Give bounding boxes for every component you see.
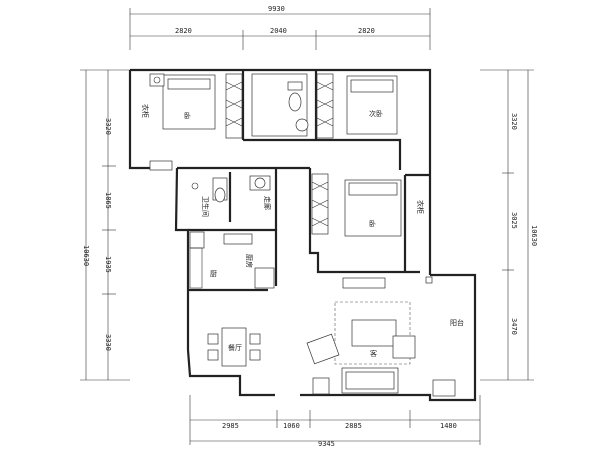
- armchair: [306, 333, 340, 365]
- toilet-tank: [287, 81, 303, 91]
- label-bedroom-2: 次卧: [369, 109, 383, 118]
- third-bedroom-furniture: [311, 173, 402, 237]
- vertical-tags: 衣柜 卫生间 走廊 厨房 衣柜: [141, 104, 425, 268]
- tag-hall: 走廊: [263, 196, 272, 210]
- tag-bath: 卫生间: [201, 196, 210, 217]
- dim-bottom-seg-2: 1060: [283, 422, 300, 430]
- tag-master: 衣柜: [141, 104, 150, 118]
- basin-2: [254, 177, 266, 189]
- label-living: 客: [370, 349, 377, 358]
- dim-bottom-seg-4: 1480: [440, 422, 457, 430]
- label-dining: 餐厅: [228, 343, 242, 352]
- dim-left-seg-1: 3320: [104, 118, 112, 135]
- label-kitchen: 厨: [210, 270, 217, 278]
- armchair-2: [392, 335, 416, 359]
- tv-cabinet: [342, 277, 386, 289]
- dim-right-seg-2: 3025: [510, 212, 518, 229]
- dim-left-seg-3: 1935: [104, 256, 112, 273]
- dim-right-seg-1: 3320: [510, 113, 518, 130]
- dim-left-seg-4: 3330: [104, 334, 112, 351]
- dim-bottom-seg-1: 2985: [222, 422, 239, 430]
- dining-set: [207, 327, 261, 367]
- dimension-left: 10630 3320 1865 1935 3330: [80, 69, 130, 381]
- dim-bottom-seg-3: 2885: [345, 422, 362, 430]
- walls: [128, 68, 477, 402]
- living-furniture: [306, 276, 456, 397]
- dining-table: [221, 327, 247, 367]
- dimension-right: 10630 3320 3025 3470: [480, 69, 538, 381]
- label-master-bedroom: 卧: [184, 112, 191, 120]
- toilet-2: [214, 187, 226, 203]
- basin: [295, 118, 309, 132]
- tag-bed3: 衣柜: [416, 200, 425, 214]
- dim-right-total: 10630: [530, 225, 538, 246]
- dim-left-total: 10630: [82, 245, 90, 266]
- label-bedroom-3: 卧: [369, 220, 376, 228]
- dimension-top: 9930 2820 2040 2820: [129, 5, 431, 50]
- second-bathroom: [191, 175, 271, 203]
- dimension-bottom: 2985 1060 2885 1480 9345: [189, 395, 481, 448]
- room-labels: 卧 次卧 卧 厨 餐厅 客 阳台: [184, 109, 464, 358]
- dim-top-seg-3: 2820: [358, 27, 375, 35]
- wardrobe: [225, 73, 243, 139]
- dim-bottom-total: 9345: [318, 440, 335, 448]
- dim-top-total: 9930: [268, 5, 285, 13]
- master-bedroom-furniture: [149, 73, 243, 171]
- label-balcony: 阳台: [450, 318, 464, 327]
- second-bedroom-furniture: [316, 73, 398, 139]
- bathroom-fixtures: [251, 73, 309, 137]
- dim-top-seg-1: 2820: [175, 27, 192, 35]
- coffee-table: [351, 319, 397, 347]
- dim-left-seg-2: 1865: [104, 192, 112, 209]
- kitchen-furniture: [189, 231, 275, 289]
- toilet: [288, 92, 302, 112]
- dim-right-seg-3: 3470: [510, 318, 518, 335]
- dim-top-seg-2: 2040: [270, 27, 287, 35]
- tag-kitchen: 厨房: [245, 254, 254, 268]
- wardrobe-2: [316, 73, 334, 139]
